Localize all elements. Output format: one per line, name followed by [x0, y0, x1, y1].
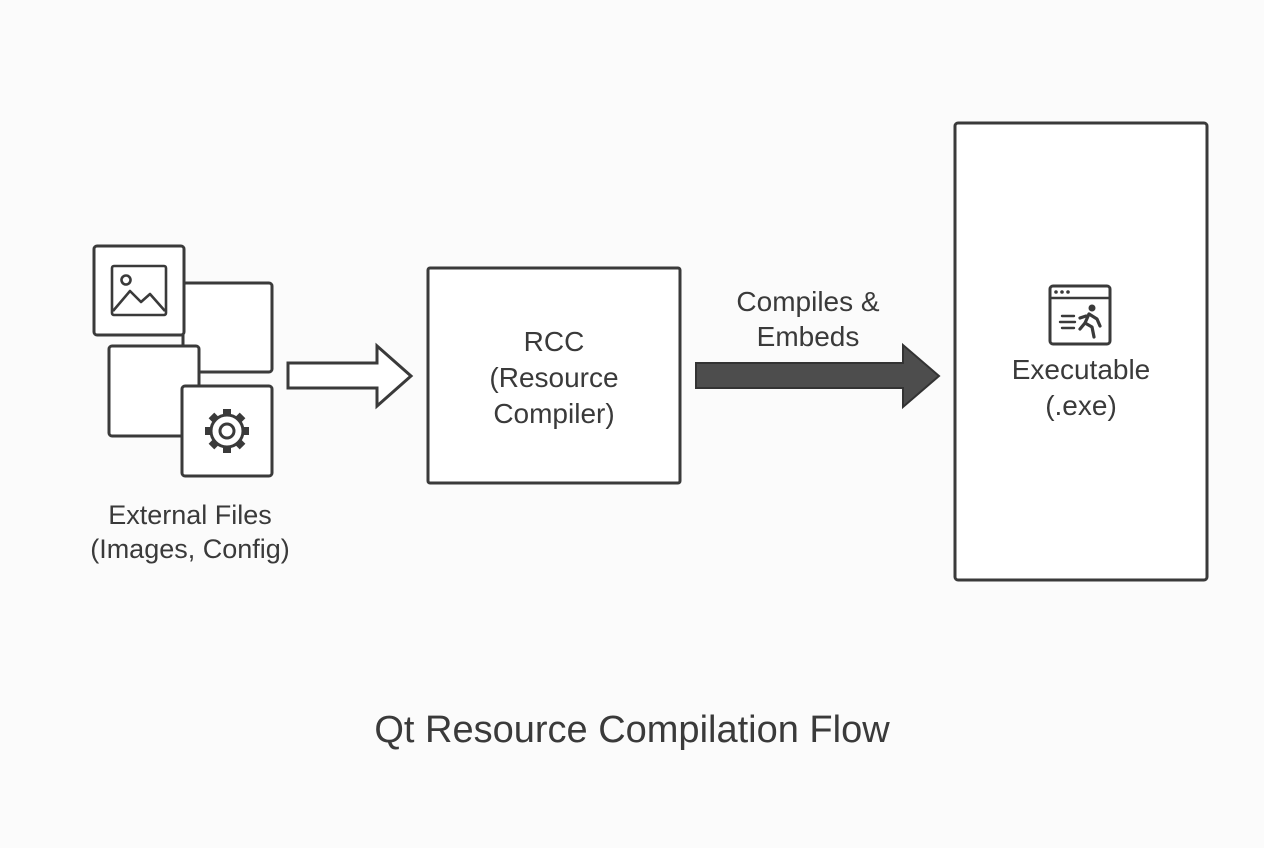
rcc-box — [426, 266, 682, 485]
config-file-card — [180, 384, 274, 478]
compiles-embeds-label-line2: Embeds — [756, 321, 860, 352]
executable-label: Executable (.exe) — [955, 352, 1207, 424]
filled-arrow — [695, 342, 941, 410]
image-icon — [110, 264, 168, 317]
external-files-label-line1: External Files — [108, 500, 272, 530]
external-files-label: External Files (Images, Config) — [60, 498, 320, 566]
outlined-arrow — [286, 342, 414, 410]
running-app-window-icon — [1048, 284, 1112, 346]
rcc-label-line3: Compiler) — [493, 398, 615, 429]
executable-label-line2: (.exe) — [1045, 390, 1117, 421]
external-files-group — [92, 244, 274, 478]
compiles-embeds-label: Compiles & Embeds — [688, 284, 928, 354]
rcc-label: RCC (Resource Compiler) — [428, 324, 680, 432]
executable-box — [953, 121, 1209, 582]
image-file-card — [92, 244, 186, 337]
external-files-label-line2: (Images, Config) — [90, 534, 290, 564]
gear-icon — [205, 409, 249, 453]
compiles-embeds-label-line1: Compiles & — [736, 286, 880, 317]
diagram-title: Qt Resource Compilation Flow — [374, 709, 890, 751]
rcc-label-line1: RCC — [523, 326, 585, 357]
executable-label-line1: Executable — [1011, 354, 1151, 385]
rcc-label-line2: (Resource — [489, 362, 619, 393]
